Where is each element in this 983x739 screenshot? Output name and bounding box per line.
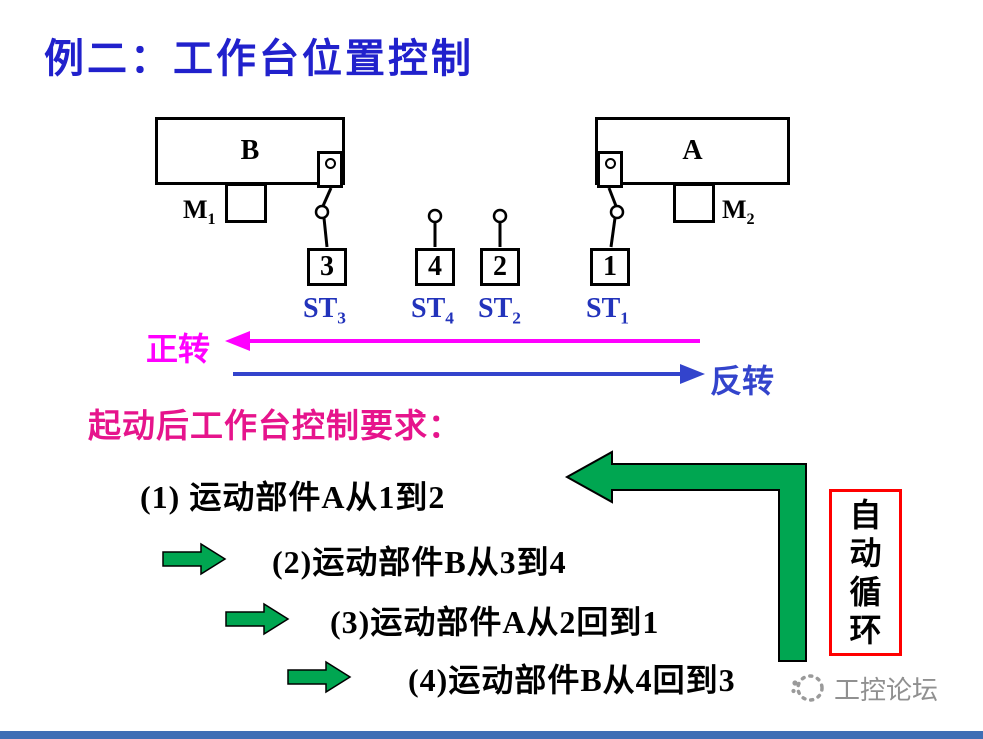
worktable-block-b: B [155, 117, 345, 185]
watermark-text: 工控论坛 [834, 674, 939, 705]
st4-label: ST4 [411, 293, 454, 329]
switch-3-number: 3 [320, 251, 334, 282]
worktable-block-a: A [595, 117, 790, 185]
motor-m2-label: M2 [722, 195, 755, 229]
auto-cycle-char-3: 循 [849, 573, 882, 610]
step-arrow-3-icon [225, 602, 290, 636]
st3-sub: 3 [337, 308, 346, 328]
step-arrow-2-icon [162, 542, 227, 576]
limit-switch-box-4: 4 [415, 248, 455, 286]
limit-switch-lever-2 [492, 208, 508, 247]
st3-label: ST3 [303, 293, 346, 329]
switch-2-number: 2 [493, 251, 507, 282]
auto-cycle-char-2: 动 [849, 535, 882, 572]
motor-block-m2 [673, 183, 715, 223]
requirement-line-1: (1) 运动部件A从1到2 [140, 479, 446, 515]
limit-switch-lever-1 [607, 187, 625, 248]
forum-logo-icon [791, 674, 824, 702]
watermark: 工控论坛 [788, 668, 938, 708]
page-title: 例二：工作台位置控制 [44, 37, 474, 81]
limit-switch-lever-4 [427, 208, 443, 247]
limit-switch-box-2: 2 [480, 248, 520, 286]
step-arrow-4-icon [287, 660, 352, 694]
motor-m1-base: M [183, 195, 208, 224]
block-a-roller-icon [604, 158, 616, 169]
requirement-line-4: (4)运动部件B从4回到3 [408, 662, 736, 698]
st1-label: ST1 [586, 293, 629, 329]
st3-base: ST [303, 293, 338, 324]
forward-rotation-label: 正转 [146, 331, 211, 367]
motor-m2-base: M [722, 195, 747, 224]
reverse-rotation-label: 反转 [710, 363, 775, 399]
block-b-dog [317, 151, 343, 188]
block-a-dog [597, 151, 623, 188]
switch-1-number: 1 [603, 251, 617, 282]
block-b-label: B [240, 135, 260, 166]
auto-cycle-box: 自 动 循 环 [829, 489, 902, 656]
st4-base: ST [411, 293, 446, 324]
motor-m1-sub: 1 [207, 211, 216, 229]
st1-base: ST [586, 293, 621, 324]
block-a-label: A [682, 135, 703, 166]
auto-cycle-char-4: 环 [849, 611, 882, 648]
forward-direction-arrow [225, 331, 700, 351]
st1-sub: 1 [620, 308, 629, 328]
requirement-line-2: (2)运动部件B从3到4 [272, 544, 567, 580]
st4-sub: 4 [445, 308, 454, 328]
motor-block-m1 [225, 183, 267, 223]
requirement-line-3: (3)运动部件A从2回到1 [330, 604, 660, 640]
limit-switch-box-1: 1 [590, 248, 630, 286]
block-b-roller-icon [324, 158, 336, 169]
st2-base: ST [478, 293, 513, 324]
st2-sub: 2 [512, 308, 521, 328]
auto-cycle-char-1: 自 [849, 497, 882, 534]
st2-label: ST2 [478, 293, 521, 329]
motor-m1-label: M1 [183, 195, 216, 229]
limit-switch-lever-3 [314, 187, 333, 248]
footer-strip [0, 731, 983, 739]
requirements-header: 起动后工作台控制要求： [88, 407, 462, 444]
limit-switch-box-3: 3 [307, 248, 347, 286]
motor-m2-sub: 2 [746, 211, 755, 229]
switch-4-number: 4 [428, 251, 442, 282]
reverse-direction-arrow [233, 364, 705, 384]
